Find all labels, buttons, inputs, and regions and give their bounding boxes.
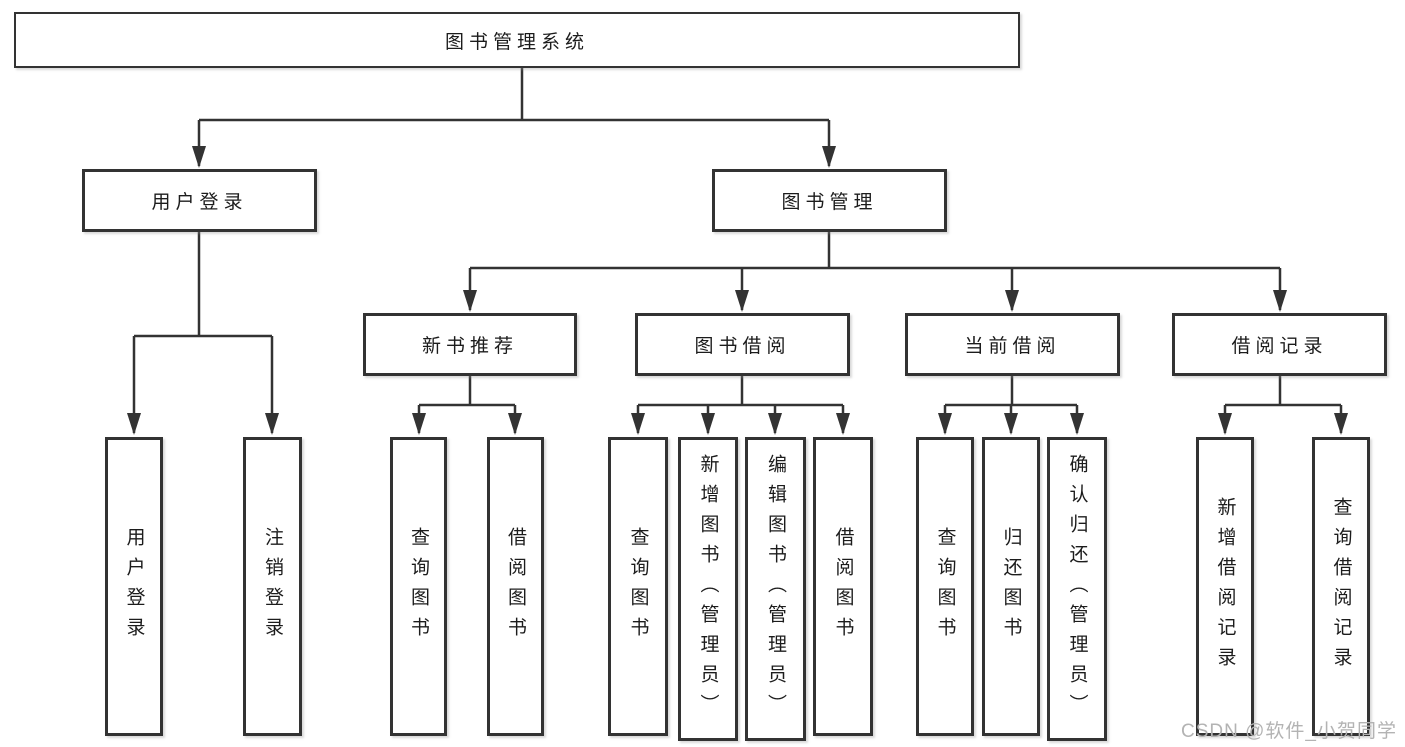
leaf-edit-books-admin: 编辑图书（管理员）: [745, 437, 806, 741]
leaf-user-login-label: 用户登录: [123, 526, 145, 647]
leaf-add-books-admin: 新增图书（管理员）: [678, 437, 738, 741]
node-user-login: 用户登录: [82, 169, 317, 232]
node-current-borrowing: 当前借阅: [905, 313, 1120, 376]
node-root-system: 图书管理系统: [14, 12, 1020, 68]
node-user-login-label: 用户登录: [151, 192, 248, 213]
leaf-confirm-return-admin: 确认归还（管理员）: [1047, 437, 1107, 741]
csdn-watermark: CSDN @软件_小贺同学: [1181, 721, 1397, 742]
node-borrowing-records-label: 借阅记录: [1231, 336, 1328, 357]
leaf-logout-label: 注销登录: [262, 526, 283, 647]
leaf-edit-books-admin-label: 编辑图书（管理员）: [765, 454, 786, 724]
leaf-borrow-books-borrowing: 借阅图书: [813, 437, 873, 736]
leaf-add-borrow-record-label: 新增借阅记录: [1214, 496, 1236, 677]
leaf-borrow-books-recommend-label: 借阅图书: [505, 526, 526, 647]
leaf-query-borrow-record: 查询借阅记录: [1312, 437, 1370, 736]
leaf-borrow-books-recommend: 借阅图书: [487, 437, 544, 736]
leaf-query-books-current-label: 查询图书: [934, 526, 956, 647]
node-borrowing-records: 借阅记录: [1172, 313, 1387, 376]
node-book-borrowing: 图书借阅: [635, 313, 850, 376]
node-new-book-recommend-label: 新书推荐: [421, 336, 518, 357]
node-book-management-label: 图书管理: [781, 192, 878, 213]
leaf-borrow-books-borrowing-label: 借阅图书: [832, 526, 854, 647]
node-root-system-label: 图书管理系统: [444, 31, 589, 53]
leaf-user-login: 用户登录: [105, 437, 163, 736]
node-new-book-recommend: 新书推荐: [363, 313, 577, 376]
leaf-add-borrow-record: 新增借阅记录: [1196, 437, 1254, 736]
leaf-query-borrow-record-label: 查询借阅记录: [1330, 496, 1352, 677]
node-book-borrowing-label: 图书借阅: [694, 336, 791, 357]
leaf-add-books-admin-label: 新增图书（管理员）: [697, 454, 719, 724]
leaf-query-books-recommend: 查询图书: [390, 437, 447, 736]
leaf-logout: 注销登录: [243, 437, 302, 736]
node-book-management: 图书管理: [712, 169, 947, 232]
leaf-return-books: 归还图书: [982, 437, 1040, 736]
node-current-borrowing-label: 当前借阅: [964, 336, 1061, 357]
leaf-query-books-borrowing-label: 查询图书: [627, 526, 649, 647]
leaf-return-books-label: 归还图书: [1000, 526, 1022, 647]
leaf-query-books-current: 查询图书: [916, 437, 974, 736]
leaf-query-books-recommend-label: 查询图书: [408, 526, 429, 647]
leaf-confirm-return-admin-label: 确认归还（管理员）: [1066, 454, 1088, 724]
leaf-query-books-borrowing: 查询图书: [608, 437, 668, 736]
